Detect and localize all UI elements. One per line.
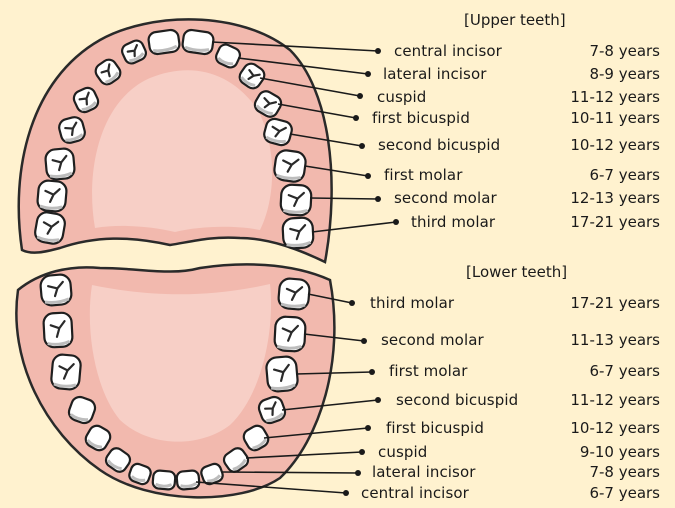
lower-right-second-molar-tooth [274, 316, 306, 352]
upper-left-third-molar-tooth [34, 211, 67, 245]
upper-age-lateral-incisor: 8-9 years [540, 65, 660, 83]
lower-label-first-bicuspid: first bicuspid [386, 419, 484, 437]
upper-left-second-molar-tooth [37, 180, 68, 212]
upper-age-first-bicuspid: 10-11 years [540, 109, 660, 127]
lower-label-first-molar: first molar [389, 362, 468, 380]
upper-right-third-molar-tooth [282, 217, 314, 249]
lower-label-lateral-incisor: lateral incisor [372, 463, 476, 481]
upper-label-third-molar: third molar [411, 213, 495, 231]
upper-label-second-molar: second molar [394, 189, 497, 207]
upper-label-lateral-incisor: lateral incisor [383, 65, 487, 83]
lower-leader-first-bicuspid-dot [365, 425, 371, 431]
lower-label-third-molar: third molar [370, 294, 454, 312]
lower-teeth-header: [Lower teeth] [466, 263, 567, 281]
upper-age-second-molar: 12-13 years [540, 189, 660, 207]
upper-right-second-molar-tooth [280, 184, 312, 216]
lower-left-third-molar-tooth [40, 274, 73, 307]
lower-leader-second-molar-dot [361, 338, 367, 344]
upper-leader-second-bicuspid-dot [359, 143, 365, 149]
upper-leader-lateral-incisor-dot [365, 71, 371, 77]
upper-age-cuspid: 11-12 years [540, 88, 660, 106]
lower-label-cuspid: cuspid [378, 443, 427, 461]
lower-leader-third-molar-dot [349, 300, 355, 306]
lower-leader-lateral-incisor-dot [355, 470, 361, 476]
upper-right-first-molar-tooth [273, 149, 307, 183]
upper-leader-third-molar-dot [393, 219, 399, 225]
lower-label-second-molar: second molar [381, 331, 484, 349]
upper-age-central-incisor: 7-8 years [540, 42, 660, 60]
lower-left-first-molar-tooth [51, 354, 82, 390]
lower-age-first-molar: 6-7 years [540, 362, 660, 380]
upper-right-central-incisor-tooth [182, 29, 215, 55]
lower-right-central-incisor-tooth [176, 470, 199, 490]
upper-teeth-header: [Upper teeth] [464, 11, 566, 29]
upper-leader-second-molar [310, 198, 378, 199]
upper-label-first-bicuspid: first bicuspid [372, 109, 470, 127]
upper-leader-central-incisor-dot [375, 48, 381, 54]
lower-age-second-bicuspid: 11-12 years [540, 391, 660, 409]
lower-label-central-incisor: central incisor [361, 484, 469, 502]
lower-age-central-incisor: 6-7 years [540, 484, 660, 502]
upper-label-first-molar: first molar [384, 166, 463, 184]
lower-age-lateral-incisor: 7-8 years [540, 463, 660, 481]
upper-age-third-molar: 17-21 years [540, 213, 660, 231]
upper-left-first-molar-tooth [45, 148, 76, 180]
lower-left-second-molar-tooth [43, 312, 73, 347]
upper-leader-first-molar-dot [365, 173, 371, 179]
lower-age-first-bicuspid: 10-12 years [540, 419, 660, 437]
lower-age-second-molar: 11-13 years [540, 331, 660, 349]
lower-age-cuspid: 9-10 years [540, 443, 660, 461]
upper-age-first-molar: 6-7 years [540, 166, 660, 184]
upper-age-second-bicuspid: 10-12 years [540, 136, 660, 154]
lower-leader-central-incisor-dot [343, 490, 349, 496]
upper-label-second-bicuspid: second bicuspid [378, 136, 500, 154]
lower-left-central-incisor-tooth [152, 470, 175, 490]
lower-right-third-molar-tooth [278, 278, 311, 311]
lower-leader-cuspid-dot [359, 449, 365, 455]
upper-leader-second-molar-dot [375, 196, 381, 202]
lower-leader-second-bicuspid-dot [375, 397, 381, 403]
lower-leader-lateral-incisor [222, 472, 358, 473]
upper-label-cuspid: cuspid [377, 88, 426, 106]
upper-label-central-incisor: central incisor [394, 42, 502, 60]
lower-leader-first-molar-dot [369, 369, 375, 375]
lower-age-third-molar: 17-21 years [540, 294, 660, 312]
lower-label-second-bicuspid: second bicuspid [396, 391, 518, 409]
upper-left-central-incisor-tooth [148, 29, 181, 55]
lower-right-first-molar-tooth [266, 356, 299, 392]
upper-leader-first-bicuspid-dot [353, 115, 359, 121]
upper-leader-cuspid-dot [357, 93, 363, 99]
